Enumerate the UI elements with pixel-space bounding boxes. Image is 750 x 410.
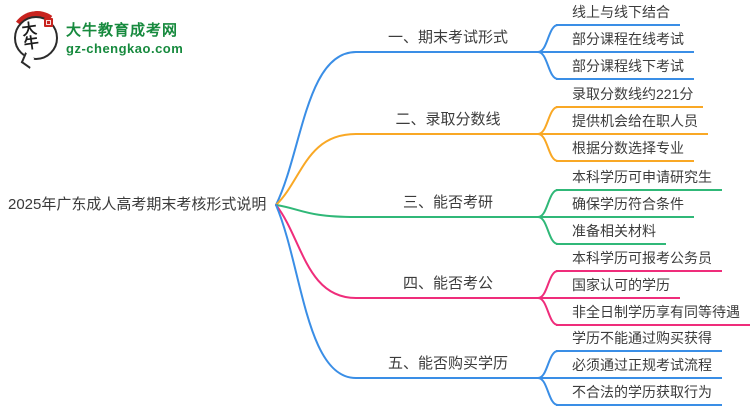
leaf-node: 确保学历符合条件	[556, 194, 694, 218]
logo-brand: 大牛教育成考网 gz-chengkao.com	[66, 21, 183, 57]
branch-5-connectors	[275, 204, 559, 406]
branch-2-connectors	[275, 106, 559, 206]
branch-1-leaf-curve-up	[537, 24, 559, 53]
logo-speech-bubble-icon	[14, 16, 58, 60]
branch-2-main-curve	[275, 133, 357, 206]
leaf-node: 提供机会给在职人员	[556, 111, 708, 135]
leaf-node: 学历不能通过购买获得	[556, 328, 722, 352]
branch-label-1: 一、期末考试形式	[387, 29, 508, 46]
branch-3-main-curve	[275, 204, 357, 218]
branch-3-leaf-curve-up	[537, 189, 559, 218]
central-topic: 2025年广东成人高考期末考核形式说明	[8, 196, 267, 213]
branch-4-leaf-curve-down	[537, 297, 559, 326]
site-url: gz-chengkao.com	[66, 41, 184, 56]
branch-2-leaf-curve-down	[537, 133, 559, 162]
leaf-node: 本科学历可申请研究生	[556, 167, 722, 191]
branch-label-4: 四、能否考公	[402, 275, 493, 292]
branch-3-connectors	[275, 189, 559, 245]
branch-4-leaf-curve-up	[537, 270, 559, 299]
leaf-node: 国家认可的学历	[556, 275, 680, 299]
leaf-node: 线上与线下结合	[556, 2, 680, 26]
leaf-node: 本科学历可报考公务员	[556, 248, 722, 272]
branch-5-leaf-curve-down	[537, 377, 559, 406]
branch-1-main-curve	[275, 51, 357, 206]
logo: 大牛 大牛教育成考网 gz-chengkao.com	[0, 0, 230, 70]
leaf-node: 根据分数选择专业	[556, 138, 694, 162]
branch-1-leaf-curve-down	[537, 51, 559, 80]
branch-label-3: 三、能否考研	[402, 194, 493, 211]
branch-5-leaf-curve-up	[537, 350, 559, 379]
logo-red-seal-icon	[44, 18, 53, 27]
branch-4-main-curve	[275, 204, 357, 299]
branch-5-main-curve	[275, 204, 357, 379]
leaf-node: 不合法的学历获取行为	[556, 382, 722, 406]
branch-3-leaf-curve-down	[537, 216, 559, 245]
logo-bubble-text: 大牛	[20, 21, 41, 54]
leaf-node: 必须通过正规考试流程	[556, 355, 722, 379]
branch-label-2: 二、录取分数线	[395, 111, 501, 128]
branch-4-connectors	[275, 204, 559, 326]
leaf-node: 部分课程线下考试	[556, 56, 694, 80]
site-name: 大牛教育成考网	[66, 22, 179, 39]
leaf-node: 准备相关材料	[556, 221, 666, 245]
leaf-node: 部分课程在线考试	[556, 29, 694, 53]
branch-label-5: 五、能否购买学历	[387, 355, 508, 372]
leaf-node: 录取分数线约221分	[556, 84, 704, 108]
leaf-node: 非全日制学历享有同等待遇	[556, 302, 750, 326]
branch-2-leaf-curve-up	[537, 106, 559, 135]
branch-1-connectors	[275, 24, 559, 206]
